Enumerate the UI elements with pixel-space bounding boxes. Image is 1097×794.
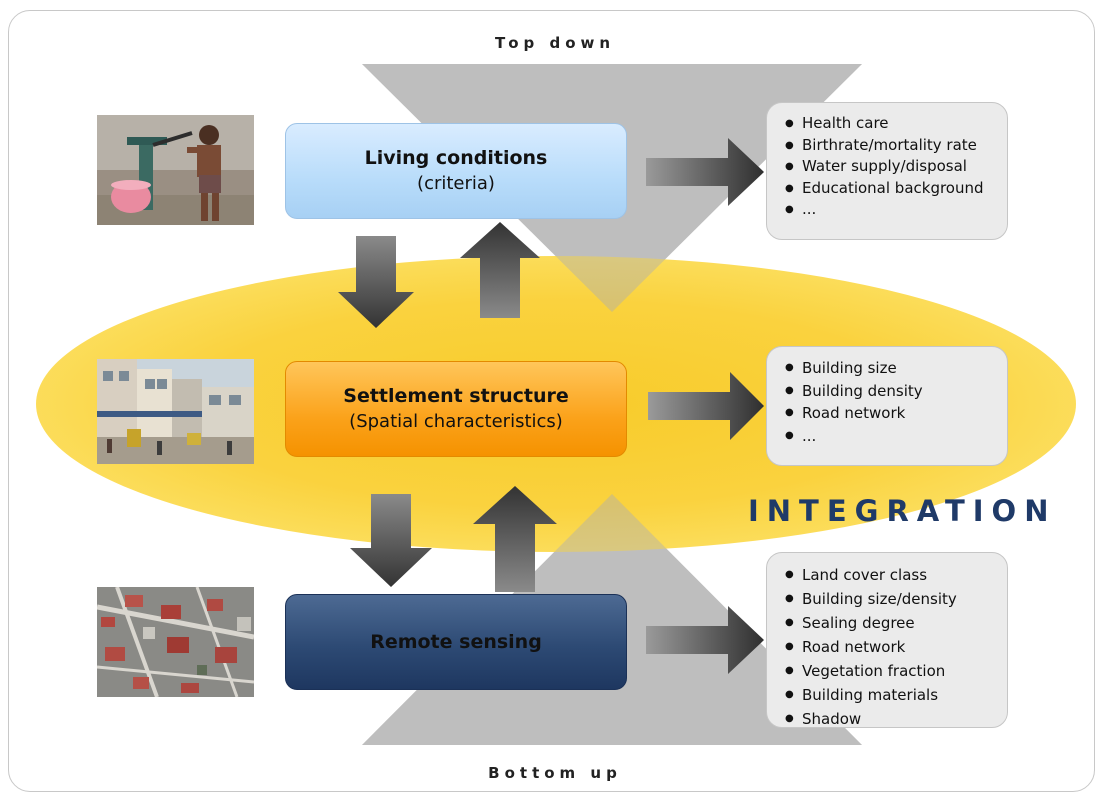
list-item: Vegetation fraction (785, 659, 995, 683)
settlement-structure-subtitle: (Spatial characteristics) (349, 411, 563, 432)
living-conditions-title: Living conditions (364, 147, 548, 169)
bottom-up-label: Bottom up (488, 764, 622, 782)
arrow-up-lower (473, 486, 557, 592)
list-item: Birthrate/mortality rate (785, 135, 995, 157)
list-item: Building size/density (785, 587, 995, 611)
arrow-down-upper (338, 236, 414, 328)
remote-sensing-image (97, 587, 254, 697)
list-item: ... (785, 199, 995, 221)
list-item: Health care (785, 113, 995, 135)
settlement-structure-list: Building size Building density Road netw… (766, 346, 1008, 466)
integration-label: INTEGRATION (748, 494, 1057, 528)
list-item: Shadow (785, 707, 995, 731)
living-conditions-list: Health care Birthrate/mortality rate Wat… (766, 102, 1008, 240)
list-item: Building density (785, 380, 995, 403)
arrow-right-remote (646, 606, 764, 674)
list-item: Road network (785, 402, 995, 425)
list-item: Educational background (785, 178, 995, 200)
list-item: Sealing degree (785, 611, 995, 635)
living-conditions-box: Living conditions (criteria) (285, 123, 627, 219)
arrow-right-settlement (648, 372, 764, 440)
list-item: ... (785, 425, 995, 448)
remote-sensing-box: Remote sensing (285, 594, 627, 690)
living-conditions-photo (97, 115, 254, 225)
list-item: Land cover class (785, 563, 995, 587)
list-item: Building size (785, 357, 995, 380)
list-item: Building materials (785, 683, 995, 707)
list-item: Road network (785, 635, 995, 659)
arrow-right-living (646, 138, 764, 206)
remote-sensing-title: Remote sensing (370, 630, 542, 653)
list-item: Water supply/disposal (785, 156, 995, 178)
living-conditions-subtitle: (criteria) (417, 173, 495, 194)
remote-sensing-list: Land cover class Building size/density S… (766, 552, 1008, 731)
settlement-structure-title: Settlement structure (343, 385, 569, 407)
top-down-label: Top down (494, 34, 616, 52)
arrow-down-lower (350, 494, 432, 587)
settlement-structure-photo (97, 359, 254, 464)
arrow-up-upper (460, 222, 540, 318)
settlement-structure-box: Settlement structure (Spatial characteri… (285, 361, 627, 457)
